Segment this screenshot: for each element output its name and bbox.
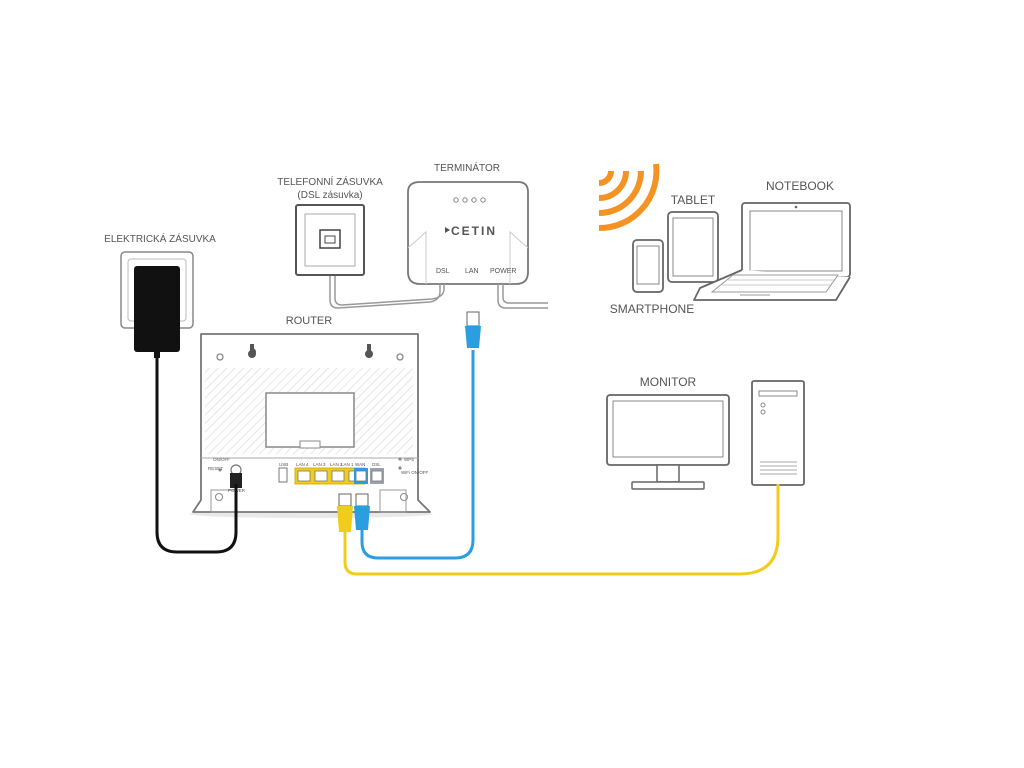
wifi-icon — [598, 163, 660, 232]
label-router: ROUTER — [285, 315, 333, 327]
router-port-wifi: WiFi ON/OFF — [401, 470, 428, 475]
pc-tower-icon — [751, 380, 805, 486]
notebook-icon — [693, 202, 851, 301]
yellow-cable — [343, 484, 780, 576]
label-phone-socket: TELEFONNÍ ZÁSUVKA — [277, 177, 383, 188]
router-port-dsl: DSL — [372, 462, 381, 467]
terminator-port-lan: LAN — [465, 268, 479, 275]
router-port-wps: WPS — [404, 457, 414, 462]
terminator-brand: CETIN — [451, 224, 497, 238]
yellow-plug-router — [337, 493, 353, 532]
router-port-lan4: LAN 4 — [296, 462, 309, 467]
terminator-port-power: POWER — [490, 268, 516, 275]
smartphone-icon — [632, 239, 664, 293]
blue-plug-router — [354, 493, 370, 530]
router-port-usb: USB — [279, 462, 288, 467]
router-port-lan1: LAN 1 — [341, 462, 354, 467]
terminator-icon: CETIN DSL LAN POWER — [407, 181, 529, 285]
router-port-reset: RESET — [208, 466, 223, 471]
tablet-icon — [667, 211, 719, 283]
power-cable — [155, 356, 238, 554]
terminator-port-dsl: DSL — [436, 268, 450, 275]
label-terminator: TERMINÁTOR — [434, 163, 500, 174]
router-port-lan3: LAN 3 — [313, 462, 326, 467]
power-adapter-icon — [134, 266, 180, 358]
router-port-lan2: LAN 2 — [330, 462, 343, 467]
grey-cables — [329, 276, 548, 309]
blue-plug-top — [465, 311, 481, 348]
label-phone-socket-sub: (DSL zásuvka) — [297, 190, 363, 201]
router-icon: ON/OFF RESET POWER USB LAN 4 LAN 3 LAN 2… — [189, 333, 433, 518]
label-monitor: MONITOR — [639, 375, 697, 389]
label-electric-socket: ELEKTRICKÁ ZÁSUVKA — [104, 234, 216, 245]
label-notebook: NOTEBOOK — [765, 179, 835, 193]
monitor-icon — [606, 394, 730, 490]
label-tablet: TABLET — [670, 193, 716, 207]
phone-socket-icon — [295, 204, 365, 276]
label-smartphone: SMARTPHONE — [609, 302, 695, 316]
blue-cable — [360, 350, 475, 560]
router-port-wan: WAN — [355, 462, 365, 467]
router-port-on-off: ON/OFF — [213, 457, 230, 462]
